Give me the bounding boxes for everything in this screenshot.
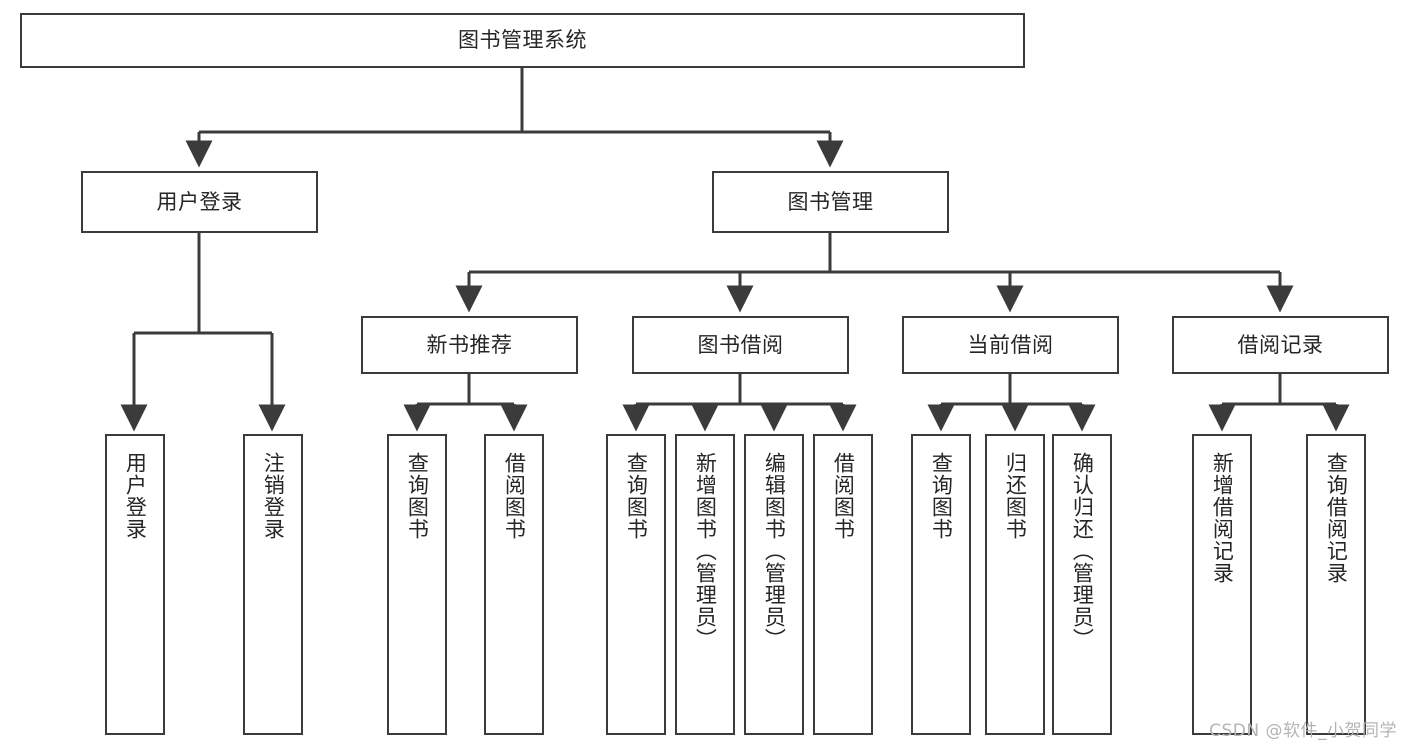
node-book-borrow[interactable]: 图书借阅	[632, 316, 849, 374]
node-leaf-add-borrow-record-label: 新增借阅记录	[1210, 452, 1235, 584]
node-leaf-user-logout-label: 注销登录	[261, 452, 286, 540]
node-leaf-user-login-label: 用户登录	[123, 452, 148, 540]
node-leaf-query-borrow-record-label: 查询借阅记录	[1324, 452, 1349, 584]
node-borrow-record-label: 借阅记录	[1237, 332, 1324, 357]
node-current-borrow-label: 当前借阅	[967, 332, 1054, 357]
node-leaf-rec-query-book[interactable]: 查询图书	[387, 434, 447, 735]
node-book-manage[interactable]: 图书管理	[712, 171, 949, 233]
node-current-borrow[interactable]: 当前借阅	[902, 316, 1119, 374]
node-user-login-label: 用户登录	[156, 189, 243, 214]
node-leaf-rec-borrow-book[interactable]: 借阅图书	[484, 434, 544, 735]
node-leaf-confirm-return-admin-label: 确认归还（管理员）	[1070, 452, 1095, 650]
node-leaf-query-borrow-record[interactable]: 查询借阅记录	[1306, 434, 1366, 735]
node-leaf-user-login[interactable]: 用户登录	[105, 434, 165, 735]
node-leaf-rec-query-book-label: 查询图书	[405, 452, 430, 540]
node-book-borrow-label: 图书借阅	[697, 332, 784, 357]
node-leaf-borrow-query-book-label: 查询图书	[624, 452, 649, 540]
node-leaf-cur-query-book-label: 查询图书	[929, 452, 954, 540]
node-leaf-rec-borrow-book-label: 借阅图书	[502, 452, 527, 540]
node-book-manage-label: 图书管理	[787, 189, 874, 214]
node-user-login[interactable]: 用户登录	[81, 171, 318, 233]
node-new-book-rec-label: 新书推荐	[426, 332, 513, 357]
node-leaf-return-book-label: 归还图书	[1003, 452, 1028, 540]
node-leaf-edit-book-admin[interactable]: 编辑图书（管理员）	[744, 434, 804, 735]
node-leaf-add-borrow-record[interactable]: 新增借阅记录	[1192, 434, 1252, 735]
node-leaf-add-book-admin-label: 新增图书（管理员）	[693, 452, 718, 650]
node-leaf-add-book-admin[interactable]: 新增图书（管理员）	[675, 434, 735, 735]
node-leaf-cur-query-book[interactable]: 查询图书	[911, 434, 971, 735]
node-leaf-return-book[interactable]: 归还图书	[985, 434, 1045, 735]
node-root[interactable]: 图书管理系统	[20, 13, 1025, 68]
node-leaf-borrow-book-label: 借阅图书	[831, 452, 856, 540]
node-leaf-confirm-return-admin[interactable]: 确认归还（管理员）	[1052, 434, 1112, 735]
node-root-label: 图书管理系统	[458, 28, 587, 52]
node-leaf-borrow-query-book[interactable]: 查询图书	[606, 434, 666, 735]
node-leaf-borrow-book[interactable]: 借阅图书	[813, 434, 873, 735]
node-leaf-user-logout[interactable]: 注销登录	[243, 434, 303, 735]
node-leaf-edit-book-admin-label: 编辑图书（管理员）	[762, 452, 787, 650]
node-borrow-record[interactable]: 借阅记录	[1172, 316, 1389, 374]
node-new-book-rec[interactable]: 新书推荐	[361, 316, 578, 374]
csdn-watermark: CSDN @软件_小贺同学	[1209, 721, 1397, 741]
